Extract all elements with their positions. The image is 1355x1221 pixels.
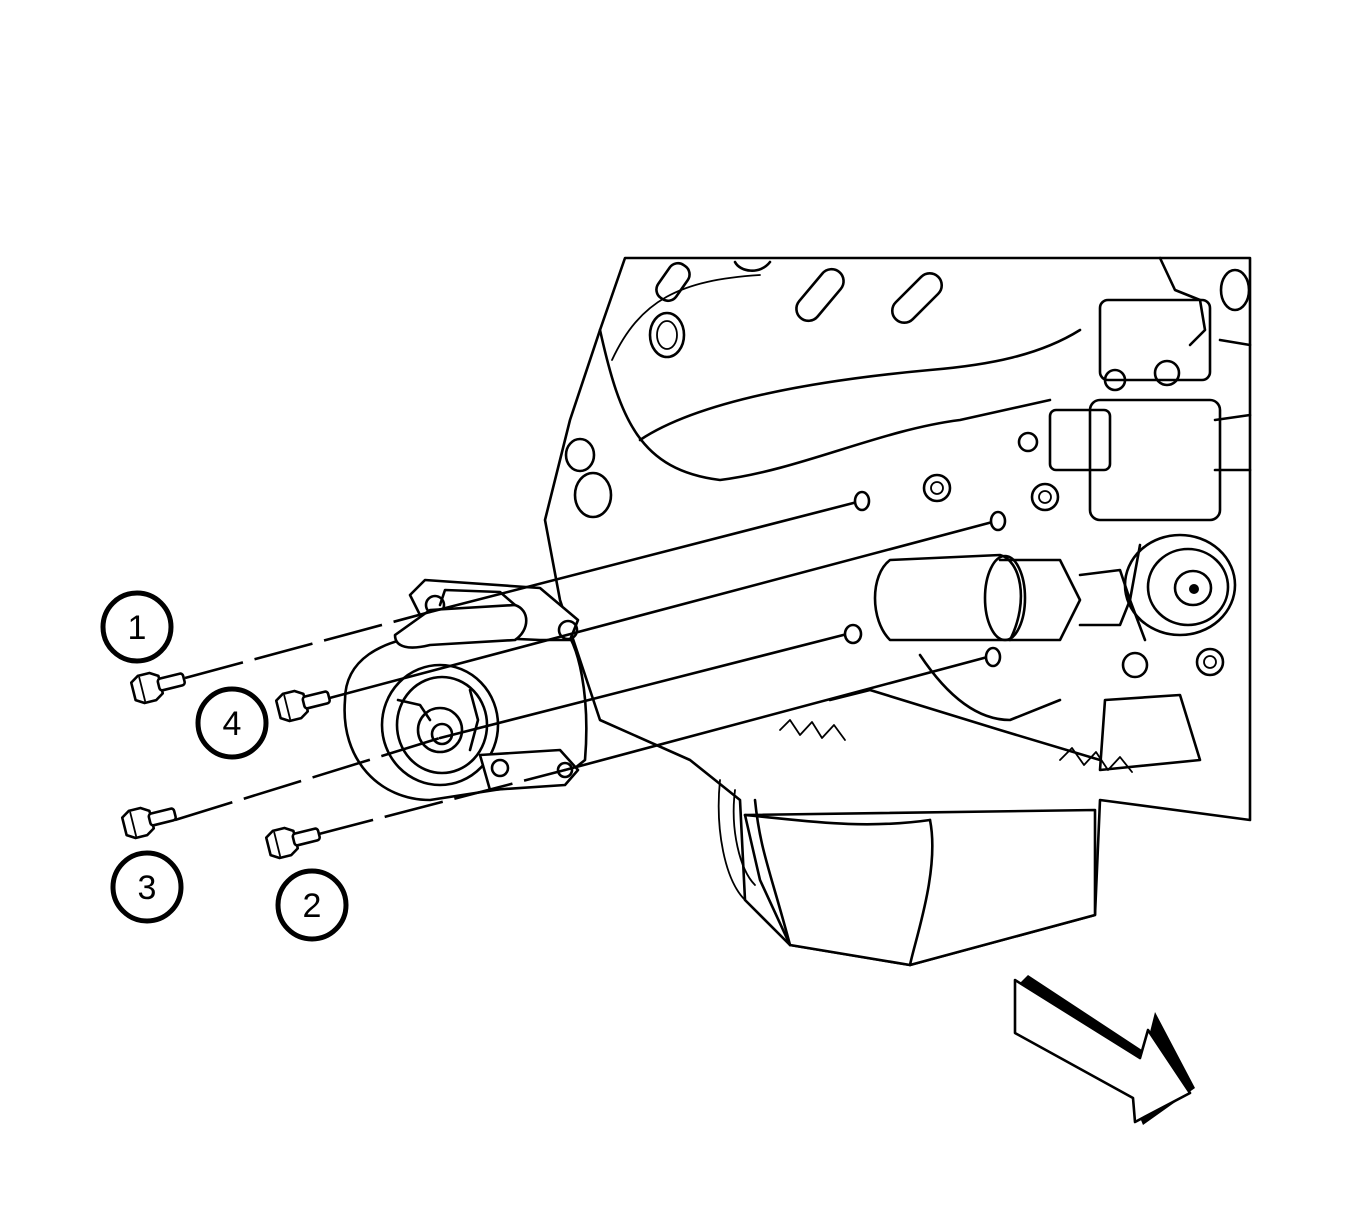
bolt-4-icon [274,689,331,723]
callout-4-label: 4 [223,705,242,743]
bolt-2-icon [264,826,321,860]
direction-arrow-icon [1013,975,1195,1125]
callout-1-label: 1 [128,609,147,647]
bolt-1-icon [129,671,186,705]
engine-assembly [543,256,1252,967]
engine-mount-bracket [343,578,588,802]
callout-2: 2 [275,868,349,942]
callout-3: 3 [110,850,184,924]
callout-2-label: 2 [303,887,322,925]
bolt-centerlines [174,490,1007,837]
bolt-3-icon [120,806,177,840]
callout-4: 4 [195,686,269,760]
callout-1: 1 [100,590,174,664]
callout-3-label: 3 [138,869,157,907]
